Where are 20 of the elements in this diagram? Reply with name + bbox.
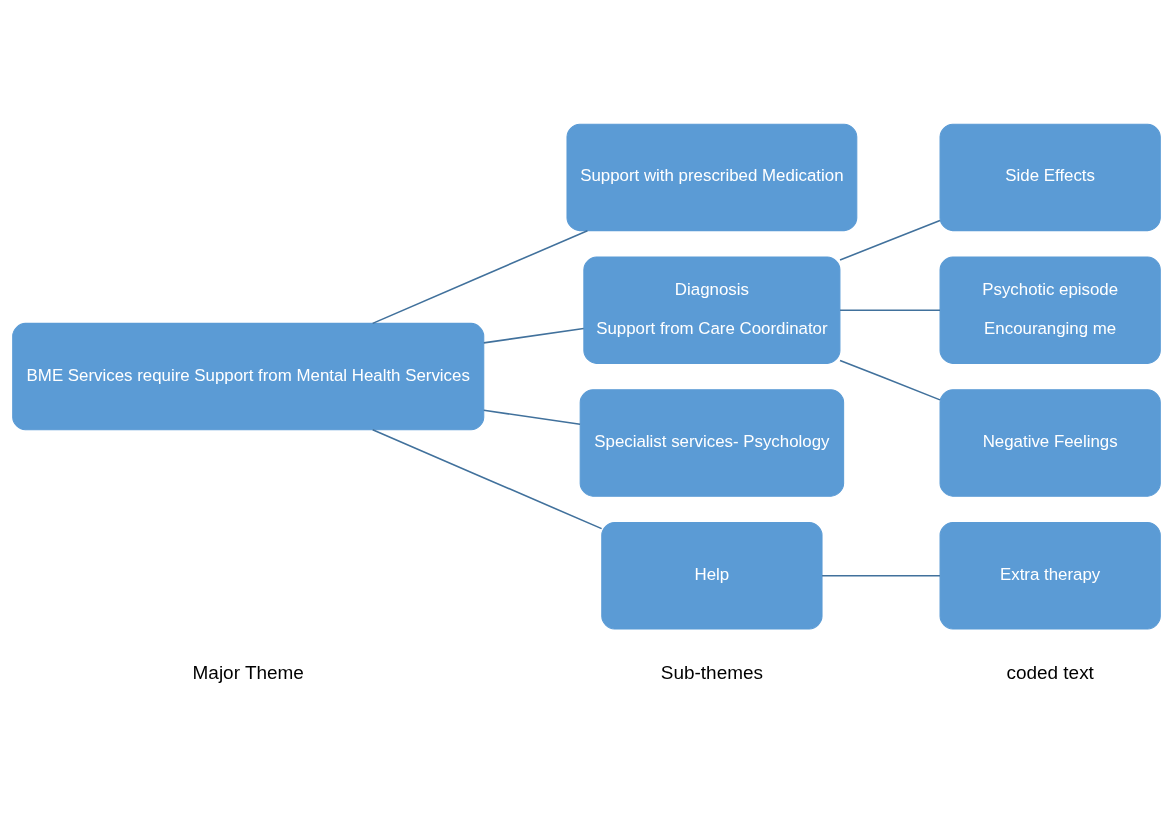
connector	[839, 219, 941, 261]
connector	[371, 229, 589, 324]
connector	[371, 428, 603, 529]
connector	[483, 327, 585, 344]
node-box: Psychotic episode Encouranging me	[939, 255, 1161, 364]
node-box: Support with prescribed Medication	[566, 123, 858, 231]
label: coded text	[1006, 661, 1094, 683]
connector	[483, 409, 581, 425]
node-box: Specialist services- Psychology	[579, 388, 845, 497]
connector	[839, 308, 941, 311]
node-box: Side Effects	[939, 123, 1161, 231]
label: Major Theme	[192, 661, 304, 683]
connector	[821, 574, 941, 577]
node-box: Extra therapy	[939, 521, 1161, 629]
node-box: Negative Feelings	[939, 388, 1161, 497]
node-box: Diagnosis Support from Care Coordinator	[583, 255, 841, 364]
node-box: BME Services require Support from Mental Health Services	[12, 322, 485, 430]
label: Sub-themes	[660, 661, 763, 683]
connector	[839, 359, 941, 401]
node-box: Help	[601, 521, 823, 629]
